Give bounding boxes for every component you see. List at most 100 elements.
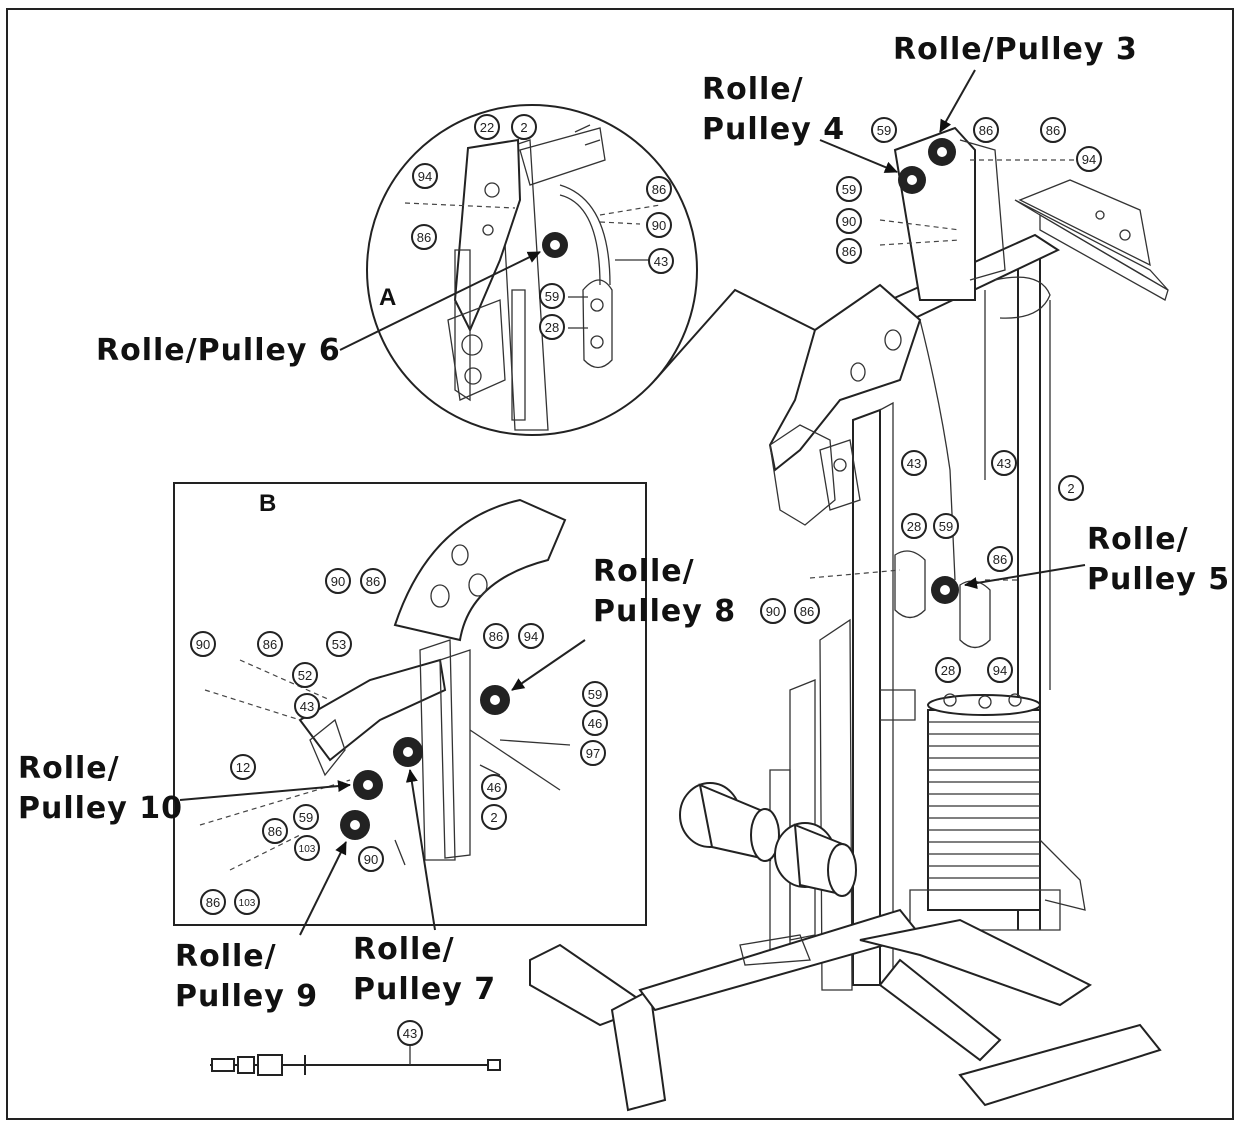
callout: 28 xyxy=(901,513,927,539)
svg-text:28: 28 xyxy=(907,519,921,534)
svg-text:90: 90 xyxy=(766,604,780,619)
svg-text:94: 94 xyxy=(418,169,432,184)
callout: 12 xyxy=(230,754,256,780)
callout: 86 xyxy=(987,546,1013,572)
svg-text:86: 86 xyxy=(263,637,277,652)
svg-text:43: 43 xyxy=(654,254,668,269)
svg-text:22: 22 xyxy=(480,120,494,135)
svg-text:52: 52 xyxy=(298,668,312,683)
leader-arrows xyxy=(179,69,1086,936)
callout: 59 xyxy=(836,176,862,202)
svg-text:86: 86 xyxy=(417,230,431,245)
callout: 59 xyxy=(293,804,319,830)
callout: 59 xyxy=(933,513,959,539)
pulley-6-label: Rolle/Pulley 6 xyxy=(96,333,341,368)
svg-text:86: 86 xyxy=(206,895,220,910)
callout: 43 xyxy=(648,248,674,274)
svg-text:90: 90 xyxy=(842,214,856,229)
pulley-9-label: Rolle/Pulley 9 xyxy=(175,939,319,1014)
callout: 59 xyxy=(871,117,897,143)
main-machine xyxy=(529,126,1169,1112)
svg-text:59: 59 xyxy=(842,182,856,197)
svg-text:94: 94 xyxy=(524,629,538,644)
svg-text:59: 59 xyxy=(939,519,953,534)
callout: 2 xyxy=(511,114,537,140)
svg-text:46: 46 xyxy=(588,716,602,731)
svg-text:59: 59 xyxy=(588,687,602,702)
callout: 90 xyxy=(190,631,216,657)
svg-text:59: 59 xyxy=(877,123,891,138)
callout: 94 xyxy=(518,623,544,649)
svg-text:2: 2 xyxy=(1067,481,1074,496)
svg-text:86: 86 xyxy=(1046,123,1060,138)
callout: 86 xyxy=(794,598,820,624)
svg-text:53: 53 xyxy=(332,637,346,652)
svg-text:86: 86 xyxy=(979,123,993,138)
callout: 46 xyxy=(481,774,507,800)
detail-b xyxy=(173,482,647,926)
svg-text:86: 86 xyxy=(842,244,856,259)
pulley-10-label: Rolle/Pulley 10 xyxy=(18,751,184,826)
svg-text:86: 86 xyxy=(366,574,380,589)
svg-text:86: 86 xyxy=(489,629,503,644)
callout: 86 xyxy=(483,623,509,649)
callout: 86 xyxy=(646,176,672,202)
svg-text:86: 86 xyxy=(993,552,1007,567)
svg-text:28: 28 xyxy=(941,663,955,678)
callout: 86 xyxy=(836,238,862,264)
callout: 90 xyxy=(760,598,786,624)
diagram-border xyxy=(6,8,1234,1120)
svg-text:59: 59 xyxy=(545,289,559,304)
callout: 22 xyxy=(474,114,500,140)
callout: 28 xyxy=(539,314,565,340)
detail-b-letter: B xyxy=(259,490,277,517)
svg-text:90: 90 xyxy=(331,574,345,589)
callout: 53 xyxy=(326,631,352,657)
callout: 90 xyxy=(325,568,351,594)
svg-text:59: 59 xyxy=(299,810,313,825)
callout: 86 xyxy=(1040,117,1066,143)
callout: 103 xyxy=(234,889,260,915)
callout: 52 xyxy=(292,662,318,688)
pulley-4-label: Rolle/Pulley 4 xyxy=(702,72,846,147)
svg-text:86: 86 xyxy=(800,604,814,619)
callout: 94 xyxy=(412,163,438,189)
callout: 97 xyxy=(580,740,606,766)
callout: 59 xyxy=(539,283,565,309)
callout: 43 xyxy=(901,450,927,476)
weight-plates xyxy=(928,721,1040,891)
svg-text:2: 2 xyxy=(520,120,527,135)
svg-text:43: 43 xyxy=(907,456,921,471)
svg-text:43: 43 xyxy=(403,1026,417,1041)
svg-text:43: 43 xyxy=(300,699,314,714)
svg-text:103: 103 xyxy=(299,844,316,855)
svg-text:2: 2 xyxy=(490,810,497,825)
svg-text:90: 90 xyxy=(196,637,210,652)
pulley-3-label: Rolle/Pulley 3 xyxy=(893,32,1138,67)
detail-a-letter: A xyxy=(379,284,397,311)
svg-text:90: 90 xyxy=(364,852,378,867)
svg-text:12: 12 xyxy=(236,760,250,775)
callout: 86 xyxy=(360,568,386,594)
svg-text:43: 43 xyxy=(997,456,1011,471)
svg-text:86: 86 xyxy=(652,182,666,197)
svg-text:90: 90 xyxy=(652,218,666,233)
svg-text:97: 97 xyxy=(586,746,600,761)
callout: 43 xyxy=(991,450,1017,476)
callout: 28 xyxy=(935,657,961,683)
pulley-7-label: Rolle/Pulley 7 xyxy=(353,932,497,1007)
callout: 90 xyxy=(358,846,384,872)
callout: 86 xyxy=(411,224,437,250)
svg-text:86: 86 xyxy=(268,824,282,839)
callout: 43 xyxy=(294,693,320,719)
svg-text:103: 103 xyxy=(239,898,256,909)
callout: 86 xyxy=(973,117,999,143)
svg-text:94: 94 xyxy=(1082,152,1096,167)
callout: 94 xyxy=(1076,146,1102,172)
cable-43 xyxy=(210,1042,501,1076)
callout: 2 xyxy=(1058,475,1084,501)
callout: 94 xyxy=(987,657,1013,683)
callout: 90 xyxy=(836,208,862,234)
